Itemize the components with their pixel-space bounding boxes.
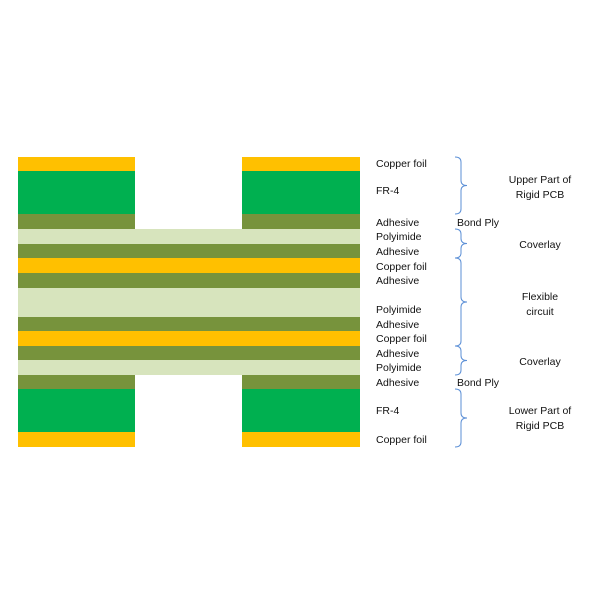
layer-label: Adhesive [376,319,419,331]
bond-ply-label: Bond Ply [457,217,500,229]
group-label: Rigid PCB [516,189,564,201]
group-label: Lower Part of [509,405,572,417]
layer-label: Adhesive [376,275,419,287]
group-label: Coverlay [519,356,561,368]
bond-ply-label: Bond Ply [457,377,500,389]
layer-label: Polyimide [376,304,422,316]
flex-copper-foil-upper [18,258,360,273]
brace-flexible-circuit [454,257,468,347]
brace-coverlay-top [454,228,468,259]
fr4-top-right [242,171,360,214]
fr4-bottom-right [242,389,360,432]
group-label: Rigid PCB [516,420,564,432]
brace-coverlay-bottom [454,345,468,376]
bond-ply-adhesive-bottom-left [18,375,135,389]
flex-adhesive-lower [18,317,360,331]
coverlay-adhesive-top [18,244,360,258]
flex-copper-foil-lower [18,331,360,346]
layer-label: Copper foil [376,434,427,446]
fr4-top-left [18,171,135,214]
bond-ply-adhesive-bottom-right [242,375,360,389]
layer-label: Polyimide [376,231,422,243]
coverlay-adhesive-bottom [18,346,360,360]
layer-label: Adhesive [376,348,419,360]
bond-ply-adhesive-top-left [18,214,135,229]
copper-foil-top-left [18,157,135,171]
coverlay-polyimide-top [18,229,360,244]
copper-foil-bottom-left [18,432,135,447]
copper-foil-bottom-right [242,432,360,447]
flex-adhesive-upper [18,273,360,288]
layer-label: Copper foil [376,261,427,273]
layer-labels: Copper foilFR-4AdhesivePolyimideAdhesive… [376,158,500,446]
layer-label: Adhesive [376,217,419,229]
layer-label: Adhesive [376,377,419,389]
layer-stack [18,157,360,447]
layer-label: FR-4 [376,405,399,417]
coverlay-polyimide-bottom [18,360,360,375]
group-label: circuit [526,306,554,318]
layer-label: Polyimide [376,362,422,374]
layer-label: FR-4 [376,185,399,197]
fr4-bottom-left [18,389,135,432]
layer-label: Adhesive [376,246,419,258]
copper-foil-top-right [242,157,360,171]
group-label: Upper Part of [509,174,572,186]
brace-upper-rigid [454,156,468,215]
group-label: Flexible [522,291,558,303]
flex-polyimide-core [18,288,360,317]
brace-lower-rigid [454,388,468,448]
layer-label: Copper foil [376,158,427,170]
group-label: Coverlay [519,239,561,251]
layer-label: Copper foil [376,333,427,345]
bond-ply-adhesive-top-right [242,214,360,229]
